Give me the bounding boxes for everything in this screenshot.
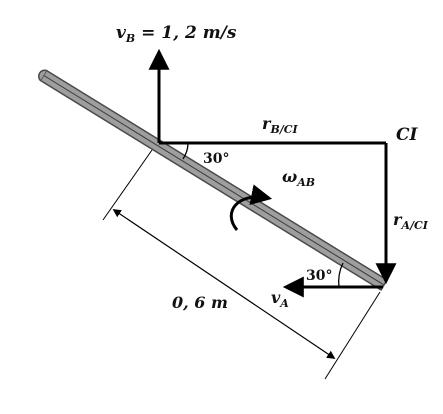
ci-label: CI — [396, 125, 419, 145]
angle-arc-b — [182, 142, 189, 160]
omega-label: ωAB — [282, 167, 315, 189]
angle-a-label: 30° — [306, 268, 332, 284]
angle-b-label: 30° — [203, 151, 229, 167]
length-label: 0, 6 m — [172, 293, 228, 312]
raci-label: rA/CI — [393, 210, 429, 232]
va-label: vA — [271, 288, 289, 310]
rbci-label: rB/CI — [262, 114, 299, 136]
angle-arc-a — [338, 262, 344, 288]
vb-label: vB = 1, 2 m/s — [116, 23, 237, 45]
dimension-0-6m — [102, 149, 381, 380]
rod-ab — [38, 69, 389, 292]
